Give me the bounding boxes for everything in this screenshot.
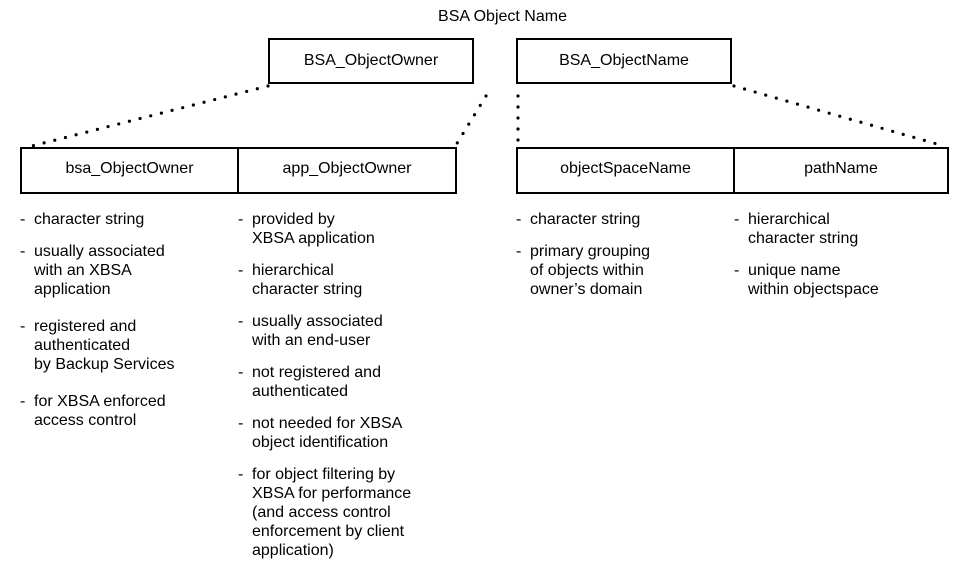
note-item: -character string bbox=[20, 210, 235, 229]
note-item: -unique name within objectspace bbox=[734, 261, 949, 299]
note-item: -not needed for XBSA object identificati… bbox=[238, 414, 463, 452]
pathname-field-label: pathName bbox=[804, 160, 878, 177]
bsa-objectowner-field-label: bsa_ObjectOwner bbox=[65, 160, 194, 177]
note-text: hierarchical character string bbox=[748, 211, 859, 247]
note-text: character string bbox=[34, 211, 145, 228]
note-dash: - bbox=[238, 364, 244, 381]
note-item: -for XBSA enforced access control bbox=[20, 392, 235, 430]
dotted-connectors bbox=[26, 84, 946, 149]
note-dash: - bbox=[734, 262, 740, 279]
note-item: -for object filtering by XBSA for perfor… bbox=[238, 465, 463, 560]
bsa-objectowner-box: BSA_ObjectOwner bbox=[268, 38, 474, 84]
note-text: unique name within objectspace bbox=[748, 262, 879, 298]
note-text: usually associated with an XBSA applicat… bbox=[34, 243, 165, 298]
note-item: -hierarchical character string bbox=[734, 210, 949, 248]
note-text: not needed for XBSA object identificatio… bbox=[252, 415, 403, 451]
notes-pathname: -hierarchical character string-unique na… bbox=[734, 210, 949, 312]
bsa-objectname-box: BSA_ObjectName bbox=[516, 38, 732, 84]
note-text: registered and authenticated by Backup S… bbox=[34, 318, 175, 373]
note-item: -provided by XBSA application bbox=[238, 210, 463, 248]
note-item: -usually associated with an XBSA applica… bbox=[20, 242, 235, 299]
note-dash: - bbox=[516, 211, 522, 228]
note-text: not registered and authenticated bbox=[252, 364, 381, 400]
bsa-objectname-label: BSA_ObjectName bbox=[559, 52, 689, 69]
note-text: usually associated with an end-user bbox=[252, 313, 383, 349]
note-text: character string bbox=[530, 211, 641, 228]
note-dash: - bbox=[238, 415, 244, 432]
diagram-title: BSA Object Name bbox=[438, 8, 567, 25]
name-fields-divider bbox=[733, 147, 735, 194]
note-text: for object filtering by XBSA for perform… bbox=[252, 466, 412, 559]
note-text: for XBSA enforced access control bbox=[34, 393, 166, 429]
note-dash: - bbox=[20, 243, 26, 260]
note-dash: - bbox=[734, 211, 740, 228]
note-text: primary grouping of objects within owner… bbox=[530, 243, 651, 298]
note-dash: - bbox=[238, 466, 244, 483]
objectspacename-field-label: objectSpaceName bbox=[560, 160, 691, 177]
note-text: provided by XBSA application bbox=[252, 211, 375, 247]
note-item: -hierarchical character string bbox=[238, 261, 463, 299]
notes-objectspacename: -character string-primary grouping of ob… bbox=[516, 210, 731, 312]
note-dash: - bbox=[238, 211, 244, 228]
owner-fields-divider bbox=[237, 147, 239, 194]
name-fields-box bbox=[516, 147, 949, 194]
connector-owner-left bbox=[26, 84, 270, 149]
note-text: hierarchical character string bbox=[252, 262, 363, 298]
note-item: -registered and authenticated by Backup … bbox=[20, 317, 235, 374]
note-item: -character string bbox=[516, 210, 731, 229]
note-dash: - bbox=[238, 262, 244, 279]
note-dash: - bbox=[20, 318, 26, 335]
note-dash: - bbox=[20, 211, 26, 228]
note-item: -not registered and authenticated bbox=[238, 363, 463, 401]
note-item: -primary grouping of objects within owne… bbox=[516, 242, 731, 299]
connector-name-right bbox=[732, 84, 946, 148]
connector-owner-right bbox=[454, 94, 488, 147]
note-item: -usually associated with an end-user bbox=[238, 312, 463, 350]
bsa-objectowner-label: BSA_ObjectOwner bbox=[303, 52, 439, 69]
notes-bsa-objectowner: -character string-usually associated wit… bbox=[20, 210, 235, 443]
app-objectowner-field-label: app_ObjectOwner bbox=[282, 160, 412, 177]
note-dash: - bbox=[20, 393, 26, 410]
note-dash: - bbox=[238, 313, 244, 330]
note-dash: - bbox=[516, 243, 522, 260]
notes-app-objectowner: -provided by XBSA application-hierarchic… bbox=[238, 210, 463, 573]
